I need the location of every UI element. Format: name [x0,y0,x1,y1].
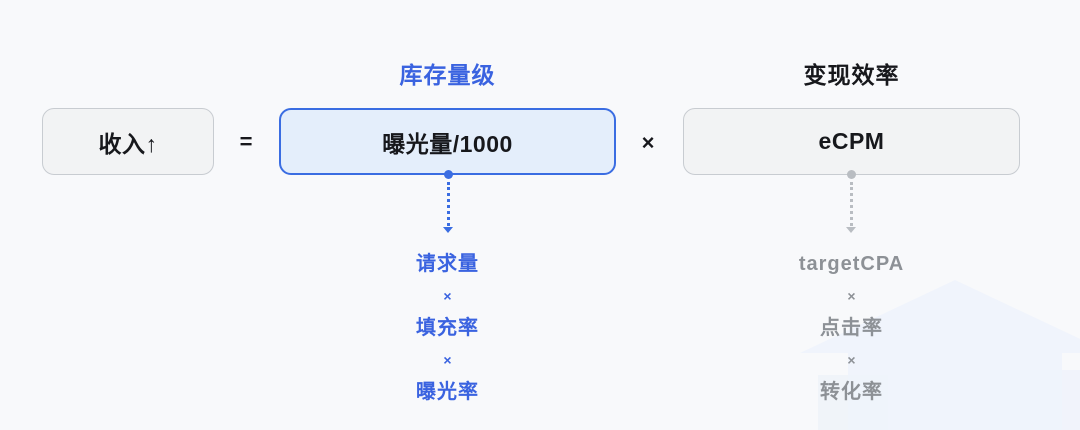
arrow-down-icon [443,227,453,233]
factor-exposure-rate: 曝光率 [416,381,479,403]
impressions-box: 曝光量/1000 [279,108,616,175]
dotted-arrow-connector-inventory [443,170,453,233]
multiply-separator: × [443,352,452,368]
connector-dot [443,170,453,179]
factor-target-cpa: targetCPA [798,253,905,275]
impressions-label: 曝光量/1000 [382,130,513,157]
connector-dash [446,182,450,226]
monetization-efficiency-title: 变现效率 [803,62,900,88]
multiply-operator: × [641,130,655,155]
inventory-scale-title: 库存量级 [399,62,496,88]
monetization-factors-list: targetCPA × 点击率 × 转化率 [683,252,1020,404]
factor-requests: 请求量 [416,253,479,275]
revenue-box: 收入↑ [42,108,214,175]
factor-fill-rate: 填充率 [416,317,479,339]
ecpm-label: eCPM [818,128,885,154]
connector-dash [849,182,853,226]
multiply-separator: × [847,288,856,304]
factor-conversion-rate: 转化率 [820,381,883,403]
dotted-arrow-connector-monetization [846,170,856,233]
revenue-label: 收入↑ [98,130,158,157]
arrow-down-icon [846,227,856,233]
equals-operator: = [239,129,253,154]
factor-click-rate: 点击率 [820,317,883,339]
inventory-factors-list: 请求量 × 填充率 × 曝光率 [279,252,616,404]
ecpm-box: eCPM [683,108,1020,175]
connector-dot [846,170,856,179]
multiply-separator: × [847,352,856,368]
multiply-separator: × [443,288,452,304]
